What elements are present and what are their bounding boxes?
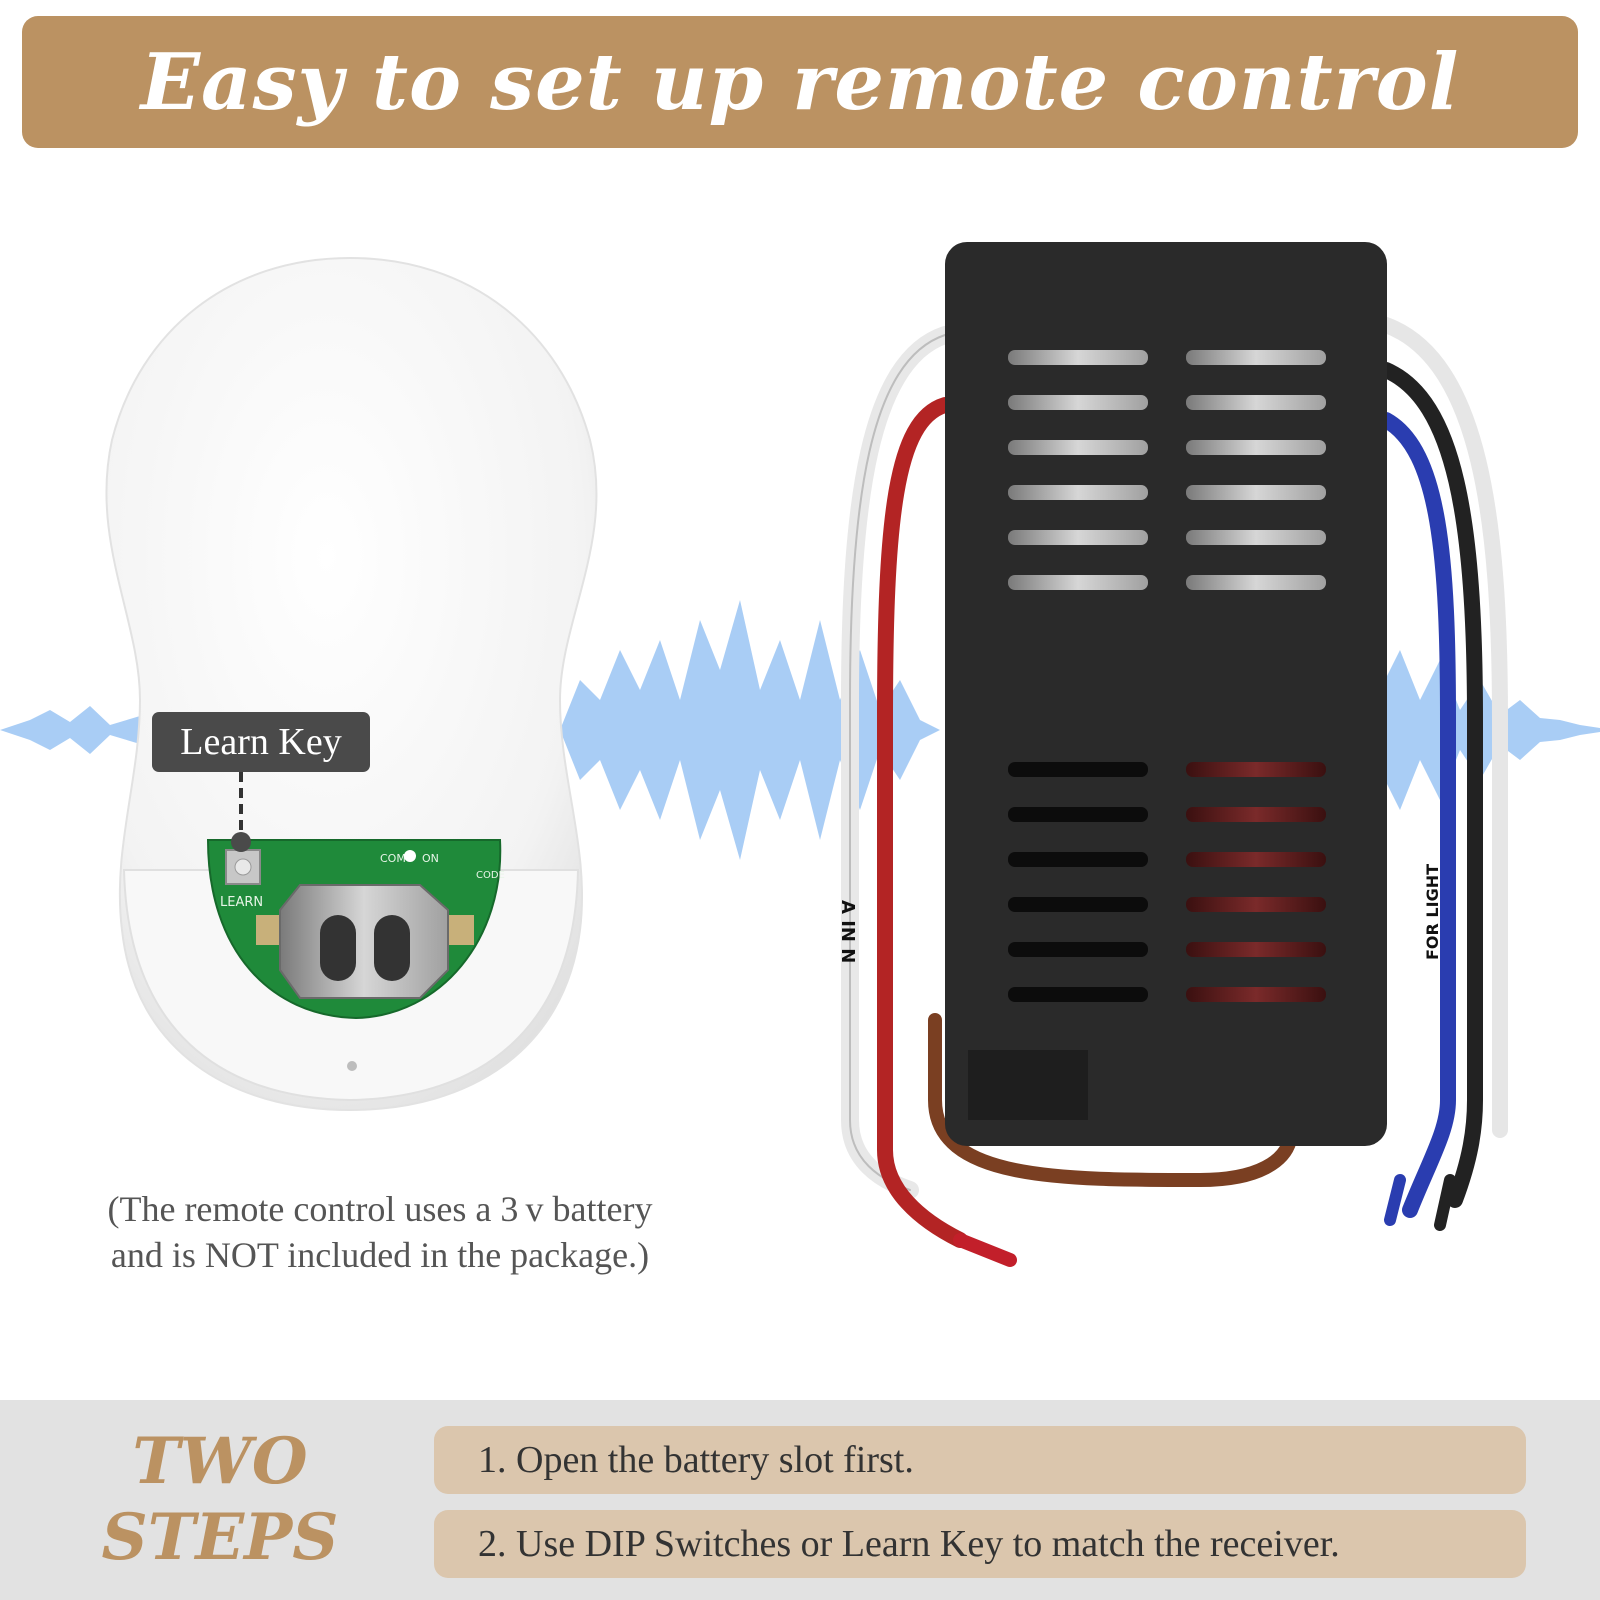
receiver-vents-top — [1008, 350, 1326, 590]
battery-note-line-1: (The remote control uses a 3 v battery — [107, 1189, 653, 1229]
title-banner: Easy to set up remote control — [22, 16, 1578, 148]
vent-slot — [1186, 350, 1326, 365]
step-1: 1. Open the battery slot first. — [434, 1426, 1526, 1494]
vent-slot — [1186, 440, 1326, 455]
receiver-vents-bottom — [1008, 762, 1326, 1002]
vent-slot — [1008, 762, 1148, 777]
learn-key-callout: Learn Key — [152, 712, 370, 772]
vent-slot — [1186, 987, 1326, 1002]
vent-slot — [1186, 942, 1326, 957]
vent-slot — [1186, 807, 1326, 822]
board-learn-label: LEARN — [220, 895, 263, 910]
vent-slot — [1008, 942, 1148, 957]
left-wire-print: A IN N — [837, 900, 858, 963]
vent-slot — [1008, 987, 1148, 1002]
step-2: 2. Use DIP Switches or Learn Key to matc… — [434, 1510, 1526, 1578]
vent-slot — [1186, 530, 1326, 545]
product-illustration: LEARN COM ON CODE — [0, 242, 1600, 1267]
board-code-label: CODE — [476, 870, 505, 881]
battery-holder — [256, 884, 474, 999]
vent-slot — [1008, 807, 1148, 822]
vent-slot — [1186, 395, 1326, 410]
vent-slot — [1008, 575, 1148, 590]
heading-line-2: STEPS — [101, 1500, 339, 1575]
vent-slot — [1186, 485, 1326, 500]
vent-slot — [1008, 530, 1148, 545]
step-2-text: 2. Use DIP Switches or Learn Key to matc… — [478, 1523, 1340, 1565]
vent-slot — [1186, 575, 1326, 590]
vent-slot — [1008, 395, 1148, 410]
battery-note-line-2: and is NOT included in the package.) — [110, 1235, 650, 1275]
vent-slot — [1186, 852, 1326, 867]
step-1-text: 1. Open the battery slot first. — [478, 1439, 914, 1481]
vent-slot — [1008, 485, 1148, 500]
board-on-label: ON — [422, 852, 439, 865]
board-com-label: COM — [380, 852, 406, 865]
two-steps-heading: TWO STEPS — [90, 1424, 350, 1576]
receiver-wires — [841, 317, 1508, 1267]
vent-slot — [1008, 350, 1148, 365]
vent-slot — [1008, 852, 1148, 867]
page-title: Easy to set up remote control — [140, 36, 1460, 128]
right-wire-print: FOR LIGHT — [1423, 864, 1442, 960]
vent-slot — [1008, 440, 1148, 455]
battery-note: (The remote control uses a 3 v battery a… — [60, 1186, 700, 1278]
vent-slot — [1008, 897, 1148, 912]
vent-slot — [1186, 762, 1326, 777]
heading-line-1: TWO — [132, 1424, 308, 1499]
remote-control: LEARN COM ON CODE — [105, 256, 598, 1112]
receiver-unit — [945, 242, 1387, 1146]
vent-slot — [1186, 897, 1326, 912]
